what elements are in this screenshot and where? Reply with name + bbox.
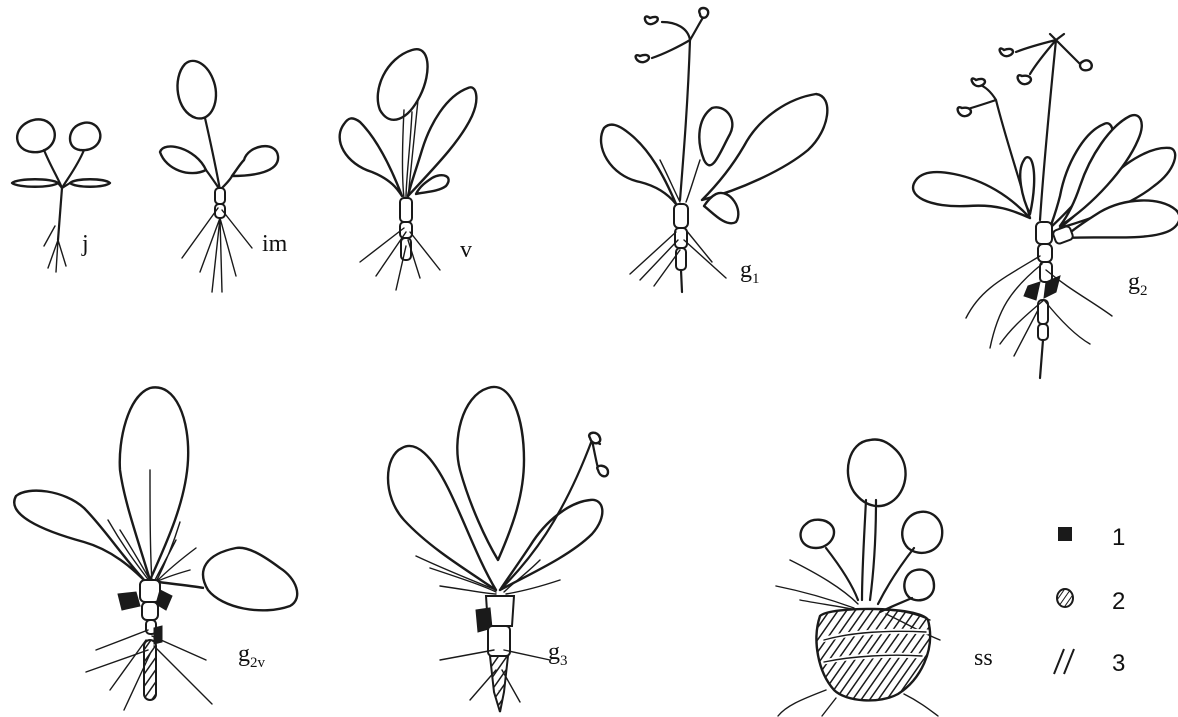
- legend-number-1: 1: [1112, 524, 1125, 552]
- plant-g3: [388, 387, 608, 712]
- black-square-icon: [1056, 524, 1078, 546]
- stage-label-j: j: [82, 232, 89, 261]
- plant-g2: [913, 34, 1178, 378]
- plant-g1: [601, 8, 827, 292]
- stage-label-im: im: [262, 232, 287, 261]
- stage-label-g1: g1: [740, 258, 760, 287]
- plant-ss: [776, 439, 942, 716]
- plant-v: [340, 49, 477, 290]
- stage-label-g3: g3: [548, 640, 568, 669]
- hatched-oval-icon: [1054, 586, 1078, 610]
- plant-im: [160, 61, 278, 292]
- stage-label-ss: ss: [974, 646, 993, 675]
- legend-number-2: 2: [1112, 588, 1125, 616]
- stage-label-v: v: [460, 238, 472, 267]
- stage-label-g2: g2: [1128, 270, 1148, 299]
- double-slash-icon: [1050, 646, 1080, 678]
- plant-j: [12, 119, 110, 272]
- stage-label-g2v: g2v: [238, 642, 265, 671]
- legend-number-3: 3: [1112, 650, 1125, 678]
